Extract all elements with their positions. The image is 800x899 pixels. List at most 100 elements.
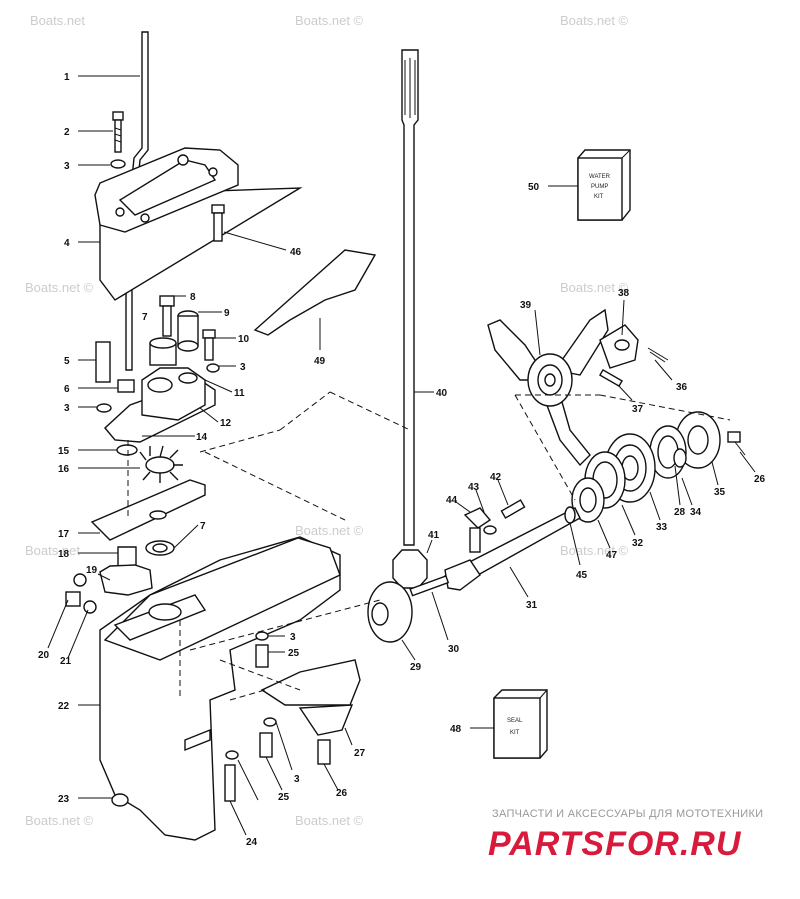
brand-logo: PARTSFOR.RU: [488, 825, 742, 863]
callout-label: 29: [410, 662, 422, 673]
bolt-46: [211, 204, 225, 242]
kit-label: KIT: [510, 730, 520, 736]
housing-vent: [184, 728, 211, 752]
callout-label: 10: [238, 334, 250, 345]
pinion-nut: [392, 549, 428, 589]
callout-label: 7: [142, 312, 148, 323]
watermark: Boats.net ©: [295, 523, 364, 538]
drain-plug: [111, 793, 129, 807]
cover-hole: [177, 154, 189, 166]
callout-label: 3: [290, 632, 296, 643]
callout-label: 4: [64, 238, 70, 249]
kit-label: PUMP: [591, 184, 608, 190]
grommet-9: [177, 310, 199, 352]
watermark: Boats.net ©: [560, 13, 629, 28]
watermark: Boats.net ©: [25, 813, 94, 828]
bolt-26: [727, 431, 746, 456]
callout-label: 43: [468, 482, 480, 493]
callout-label: 28: [674, 507, 686, 518]
callout-label: 17: [58, 529, 70, 540]
seal-28: [673, 448, 687, 468]
thrust-hub: [599, 324, 639, 369]
cross-pin: [469, 527, 481, 553]
spacer-5: [95, 341, 111, 383]
brand-tagline: ЗАПЧАСТИ И АКСЕССУАРЫ ДЛЯ МОТОТЕХНИКИ: [492, 808, 763, 820]
screw-25: [255, 644, 269, 668]
reverse-gear-47: [571, 477, 605, 523]
nut-6: [117, 379, 135, 393]
watermark-layer: Boats.net Boats.net © Boats.net © Boats.…: [25, 13, 629, 828]
shaft-collar: [564, 506, 576, 524]
callout-label: 38: [618, 288, 630, 299]
impeller: [139, 445, 183, 483]
site-branding: ЗАПЧАСТИ И АКСЕССУАРЫ ДЛЯ МОТОТЕХНИКИ PA…: [488, 808, 763, 863]
callout-label: 1: [64, 72, 70, 83]
callout-label: 36: [676, 382, 688, 393]
cover-hole: [208, 167, 218, 177]
o-ring: [116, 444, 138, 456]
callout-label: 33: [656, 522, 668, 533]
water-pump-kit-box: WATER PUMP KIT: [577, 149, 631, 221]
gasket-49: [253, 249, 377, 336]
gasket-hole: [149, 510, 167, 520]
watermark: Boats.net: [25, 543, 80, 558]
callout-label: 47: [606, 550, 618, 561]
watermark: Boats.net ©: [25, 280, 94, 295]
callout-label: 16: [58, 464, 70, 475]
callout-label: 15: [58, 446, 70, 457]
watermark: Boats.net ©: [295, 813, 364, 828]
callout-label: 50: [528, 182, 540, 193]
kit-label: WATER: [589, 174, 611, 180]
kit-label: SEAL: [507, 718, 523, 724]
callout-label: 27: [354, 748, 366, 759]
callout-label: 35: [714, 487, 726, 498]
washer: [225, 750, 239, 760]
shift-pin-44: [463, 507, 492, 529]
screw-8: [159, 295, 175, 337]
callout-label: 25: [288, 648, 300, 659]
callout-label: 45: [576, 570, 588, 581]
callout-label: 25: [278, 792, 290, 803]
callout-label: 3: [64, 403, 70, 414]
callout-label: 21: [60, 656, 72, 667]
detent-ball: [483, 525, 497, 535]
callout-label: 39: [520, 300, 532, 311]
callout-label: 5: [64, 356, 70, 367]
callout-label: 3: [294, 774, 300, 785]
callout-label: 22: [58, 701, 70, 712]
shift-plunger: [409, 575, 450, 597]
callout-label: 26: [336, 788, 348, 799]
callout-label: 7: [200, 521, 206, 532]
drive-shaft: [401, 49, 419, 546]
callout-label: 9: [224, 308, 230, 319]
anode-skeg: [298, 704, 354, 736]
callout-label: 24: [246, 837, 258, 848]
callout-label: 31: [526, 600, 538, 611]
callout-label: 44: [446, 495, 458, 506]
bearing-carrier-cap: [675, 411, 721, 469]
watermark: Boats.net ©: [295, 13, 364, 28]
washer: [110, 159, 126, 169]
callout-label: 48: [450, 724, 462, 735]
callout-label: 18: [58, 549, 70, 560]
watermark: Boats.net ©: [560, 543, 629, 558]
callout-label: 19: [86, 565, 98, 576]
watermark: Boats.net: [30, 13, 85, 28]
housing-bore: [147, 377, 173, 393]
callout-label: 20: [38, 650, 50, 661]
callout-label: 14: [196, 432, 208, 443]
watermark: Boats.net ©: [560, 280, 629, 295]
gasket: [90, 479, 206, 541]
washer-21: [83, 600, 97, 614]
callout-label: 41: [428, 530, 440, 541]
callout-label: 32: [632, 538, 644, 549]
callout-label: 26: [754, 474, 766, 485]
callout-label: 30: [448, 644, 460, 655]
cover-hole: [115, 207, 125, 217]
callout-label: 34: [690, 507, 702, 518]
seal-kit-box: SEAL KIT: [493, 689, 548, 759]
seal-7-upper: [149, 337, 177, 366]
callout-label: 49: [314, 356, 326, 367]
